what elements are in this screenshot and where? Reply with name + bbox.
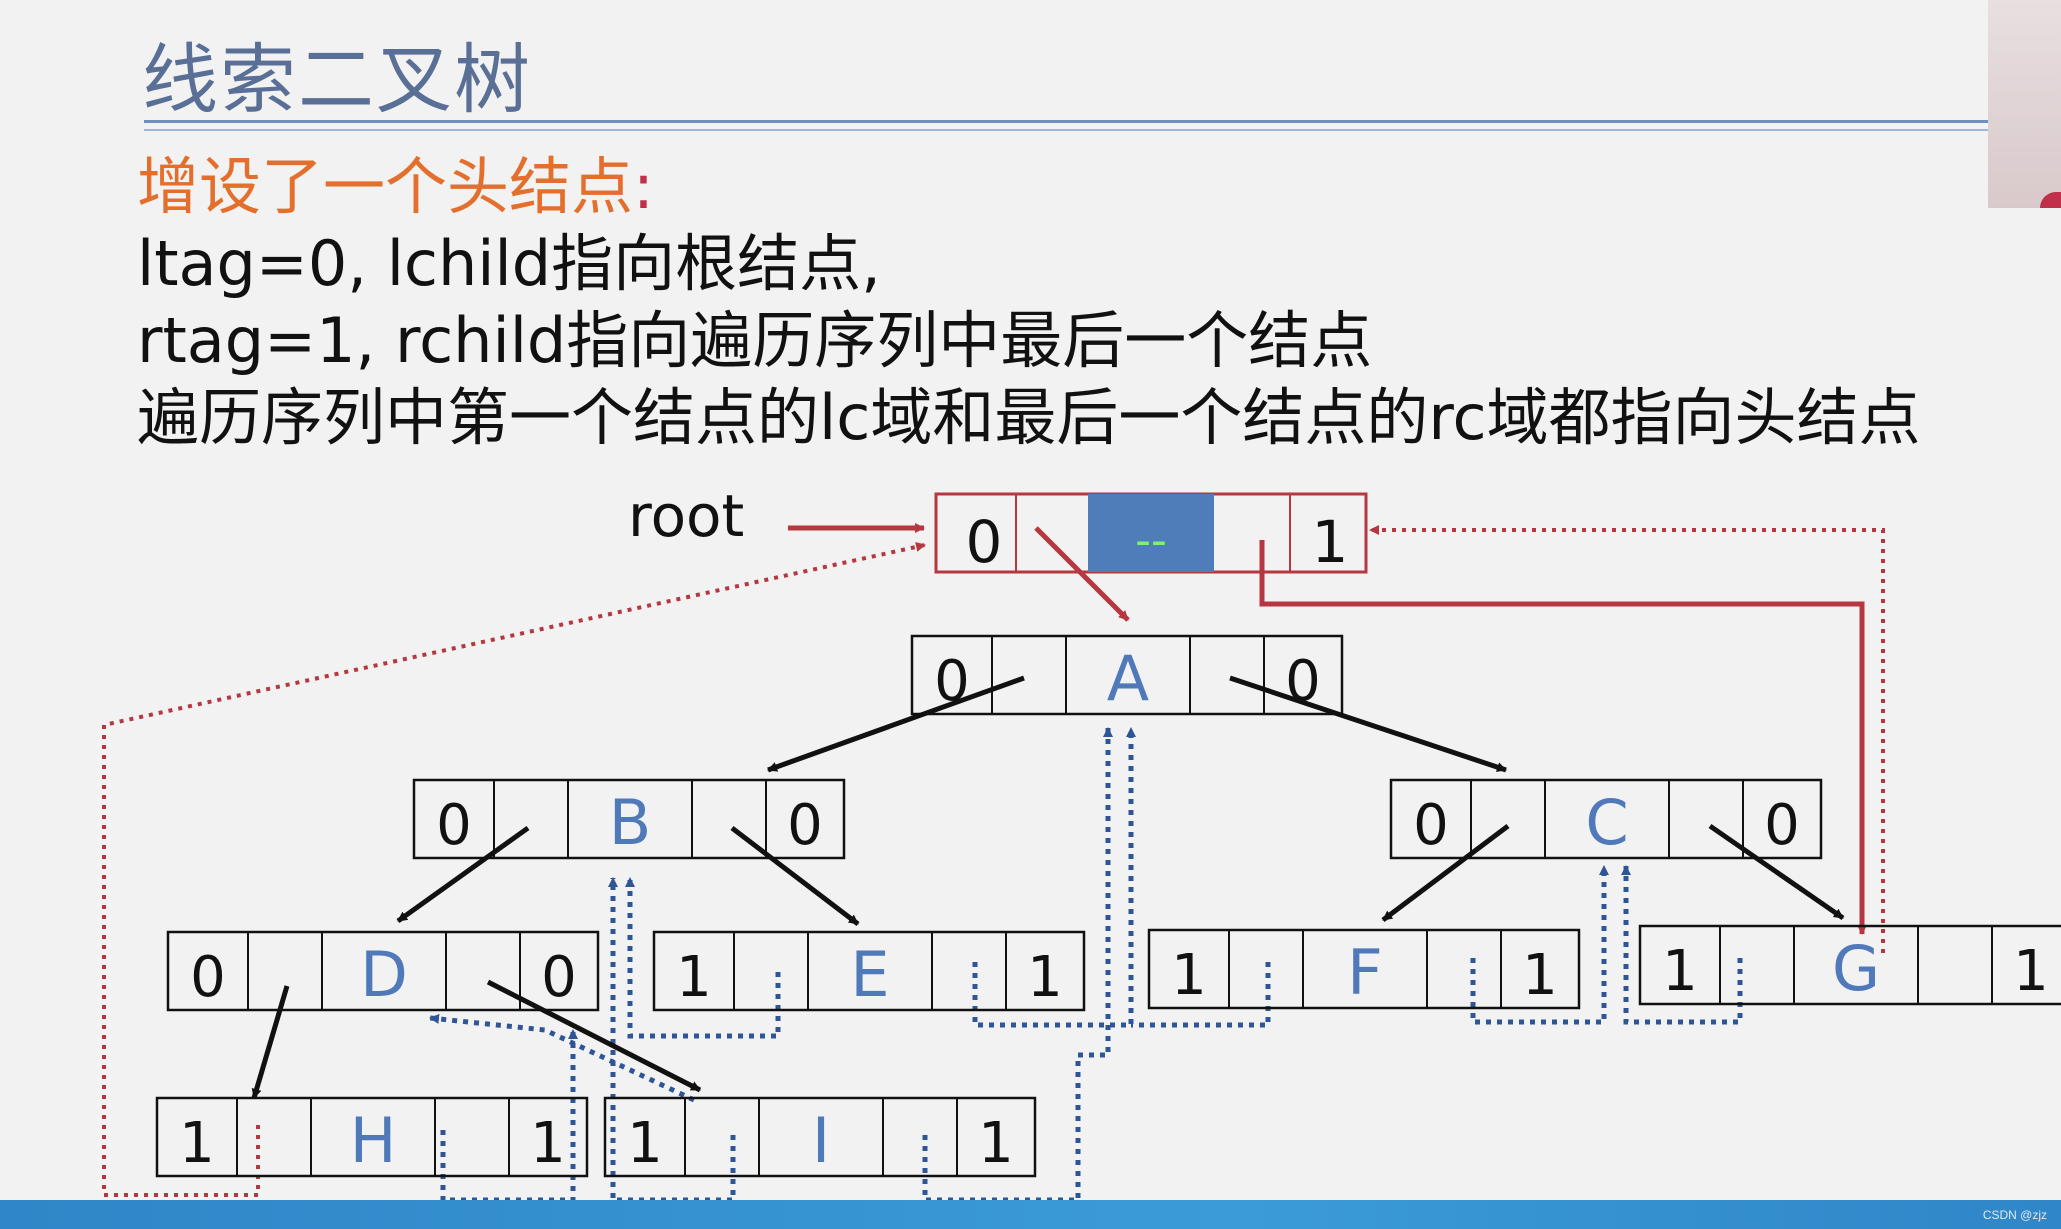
node-box: [166, 930, 600, 1012]
node-data: H: [350, 1104, 397, 1177]
node-ltag: 0: [436, 793, 472, 858]
node-data: E: [850, 938, 889, 1011]
thread-i-to-a: [922, 727, 1113, 1203]
head-node: 0 -- 1: [934, 492, 1368, 576]
node-e: 1 E 1: [652, 930, 1086, 1012]
node-rtag: 0: [541, 945, 577, 1010]
node-box: [155, 1096, 589, 1178]
heading-colon: :: [633, 150, 654, 223]
pointer-d-to-h: [251, 985, 290, 1099]
thread-g-to-c: [1621, 865, 1743, 1025]
child-pointers: [251, 675, 1845, 1099]
node-box: [412, 778, 846, 860]
node-b: 0 B 0: [412, 778, 846, 860]
head-thread-lines: [102, 525, 1885, 1197]
node-ltag: 1: [627, 1111, 663, 1176]
node-box: [910, 634, 1344, 716]
node-ltag: 0: [1413, 793, 1449, 858]
head-rtag: 1: [1312, 508, 1349, 576]
node-h: 1 H 1: [155, 1096, 589, 1178]
node-ltag: 1: [1171, 943, 1207, 1008]
node-rtag: 1: [1522, 943, 1558, 1008]
pointer-d-to-i: [486, 979, 702, 1093]
thread-e-to-a: [972, 727, 1136, 1028]
presenter-thumbnail: [1988, 0, 2061, 208]
node-box: [1147, 928, 1581, 1010]
pointer-c-to-f: [1381, 824, 1510, 922]
node-data: D: [360, 938, 408, 1011]
heading-line: 增设了一个头结点:: [137, 148, 1921, 225]
node-d: 0 D 0: [166, 930, 600, 1012]
head-data: --: [1135, 515, 1167, 566]
pointer-c-to-g: [1708, 823, 1845, 921]
node-data: C: [1585, 786, 1628, 859]
pointer-b-to-d: [396, 825, 530, 924]
node-data: A: [1107, 642, 1149, 715]
node-box: [1638, 924, 2061, 1006]
node-box: [652, 930, 1086, 1012]
slide-title: 线索二叉树: [142, 35, 532, 124]
node-data: I: [812, 1104, 830, 1177]
pointer-a-to-b: [767, 675, 1025, 773]
node-g: 1 G 1: [1638, 924, 2061, 1006]
text-line-2: rtag=1, rchild指向遍历序列中最后一个结点: [137, 304, 1373, 377]
node-c: 0 C 0: [1389, 778, 1823, 860]
node-box: [1389, 778, 1823, 860]
node-ltag: 0: [190, 945, 226, 1010]
node-rtag: 1: [530, 1111, 566, 1176]
node-f: 1 F 1: [1147, 928, 1581, 1010]
head-rchild-pointer: [1259, 540, 1867, 935]
pointer-b-to-e: [730, 826, 860, 926]
slide-footer-bar: [0, 1200, 2061, 1229]
pointer-a-to-c: [1229, 675, 1507, 773]
root-label: root: [628, 482, 744, 550]
thread-h-to-head: [102, 542, 926, 1197]
head-lchild-pointer: [1034, 526, 1130, 622]
node-rtag: 1: [978, 1111, 1014, 1176]
node-ltag: 1: [676, 945, 712, 1010]
node-rtag: 0: [787, 793, 823, 858]
node-i: 1 I 1: [603, 1096, 1037, 1178]
node-box: [603, 1096, 1037, 1178]
title-divider: [144, 120, 1988, 123]
thumbnail-accent: [2040, 192, 2061, 208]
text-line-3: 遍历序列中第一个结点的lc域和最后一个结点的rc域都指向头结点: [137, 381, 1921, 454]
node-data: G: [1832, 932, 1880, 1005]
thread-to-d: [429, 1013, 696, 1103]
text-line-1: ltag=0, lchild指向根结点,: [137, 227, 881, 300]
title-divider-secondary: [144, 129, 1988, 131]
node-rtag: 0: [1764, 793, 1800, 858]
heading-text: 增设了一个头结点: [137, 150, 634, 223]
thread-e-to-b: [625, 877, 781, 1039]
slide-body: 增设了一个头结点: ltag=0, lchild指向根结点, rtag=1, r…: [137, 148, 1921, 456]
node-rtag: 1: [2013, 939, 2049, 1004]
node-ltag: 1: [179, 1111, 215, 1176]
thread-g-to-head: [1369, 525, 1885, 953]
node-ltag: 1: [1662, 939, 1698, 1004]
thread-f-ltag: [1131, 962, 1271, 1028]
node-rtag: 1: [1027, 945, 1063, 1010]
watermark: CSDN @zjz: [1982, 1208, 2047, 1222]
node-data: B: [609, 786, 652, 859]
head-ltag: 0: [966, 508, 1003, 576]
node-data: F: [1347, 936, 1383, 1009]
